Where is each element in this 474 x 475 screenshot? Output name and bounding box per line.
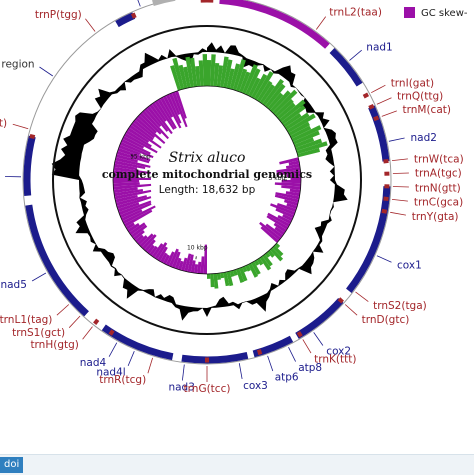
genome-length: Length: 18,632 bp (159, 184, 256, 196)
label-leader (85, 19, 95, 32)
gene-label: gt) (0, 118, 7, 130)
label-leader (392, 199, 408, 201)
label-leader (128, 351, 134, 366)
gene-label: trnN(gtt) (415, 182, 461, 194)
gene-label: trnD(gtc) (362, 314, 410, 326)
label-leader (377, 98, 392, 105)
gene-label: cox3 (243, 380, 268, 392)
label-leader (40, 67, 53, 76)
label-leader (393, 187, 409, 188)
legend-swatch-gc-skew-neg (404, 7, 415, 18)
genome-subtitle: complete mitochondrial genomics (102, 168, 312, 181)
label-leader (32, 273, 46, 281)
control-region-arc (153, 0, 175, 3)
gene-label: trnY(gta) (412, 211, 459, 223)
label-leader (393, 173, 409, 174)
gene-arc (220, 0, 328, 46)
label-leader (303, 339, 311, 353)
label-leader (135, 0, 141, 6)
gene-arc (182, 355, 248, 360)
gene-label: trnQ(ttg) (397, 90, 443, 102)
tick-label: 15 kbp (130, 153, 151, 160)
label-leader (148, 358, 153, 373)
gene-arc (117, 16, 134, 25)
label-leader (350, 50, 362, 60)
doi-button[interactable]: doi (0, 457, 23, 473)
trna-mark (381, 209, 387, 214)
gene-label: trnA(tgc) (415, 168, 462, 180)
trna-mark (363, 93, 369, 99)
trna-mark (383, 159, 388, 164)
label-leader (239, 363, 242, 379)
legend: GC skew- (404, 7, 468, 19)
trna-mark (384, 172, 389, 176)
label-leader (13, 124, 28, 128)
trna-mark (205, 358, 209, 363)
trna-mark (93, 319, 99, 325)
gene-label: region (1, 59, 34, 71)
gene-label: trnS2(tga) (373, 300, 427, 312)
label-leader (83, 327, 93, 340)
label-leader (109, 343, 117, 357)
gene-label: nad2 (411, 132, 437, 144)
label-leader (390, 212, 406, 215)
label-leader (57, 305, 69, 316)
gene-label: cox1 (397, 260, 422, 272)
gene-label: trnW(tca) (414, 153, 464, 165)
label-leader (314, 332, 323, 345)
trna-mark (383, 197, 388, 202)
label-leader (371, 85, 385, 93)
label-leader (268, 356, 273, 371)
tick-label: 10 kbp (187, 244, 208, 251)
label-leader (377, 256, 392, 263)
gene-label: trnR(tcg) (99, 374, 146, 386)
gene-label: nad1 (366, 41, 392, 53)
gene-label: trnM(cat) (403, 104, 451, 116)
label-leader (356, 292, 369, 302)
trna-mark (384, 184, 389, 188)
gene-label: trnI(gat) (391, 77, 434, 89)
gene-label: nad5 (0, 279, 26, 291)
label-leader (345, 305, 357, 316)
species-name: Strix aluco (169, 150, 246, 166)
gene-arc (297, 300, 341, 336)
label-leader (392, 159, 408, 161)
gene-label: atp6 (275, 372, 299, 384)
label-leader (69, 316, 80, 328)
legend-label-gc-skew-neg: GC skew- (421, 8, 468, 19)
label-leader (316, 17, 325, 30)
label-leader (382, 111, 397, 117)
gc-skew-positive (207, 274, 210, 279)
gene-label: trnH(gtg) (30, 339, 78, 351)
footer-bar: doi (0, 454, 474, 475)
gene-label: trnC(gca) (414, 197, 463, 209)
gene-label: trnL1(tag) (0, 314, 52, 326)
gene-label: trnP(tgg) (35, 9, 82, 21)
gene-label: trnS1(gct) (12, 327, 65, 339)
gene-labels: trnE(ttc)nad6trnP(tgg)regiongt)onad5trnL… (0, 0, 464, 395)
gene-arc (27, 137, 32, 196)
label-leader (289, 347, 296, 361)
label-leader (389, 138, 405, 141)
gene-label: trnL2(taa) (329, 7, 382, 19)
label-leader (182, 365, 184, 381)
gene-label: trnG(tcc) (184, 383, 231, 395)
gene-label: cox2 (326, 345, 351, 357)
